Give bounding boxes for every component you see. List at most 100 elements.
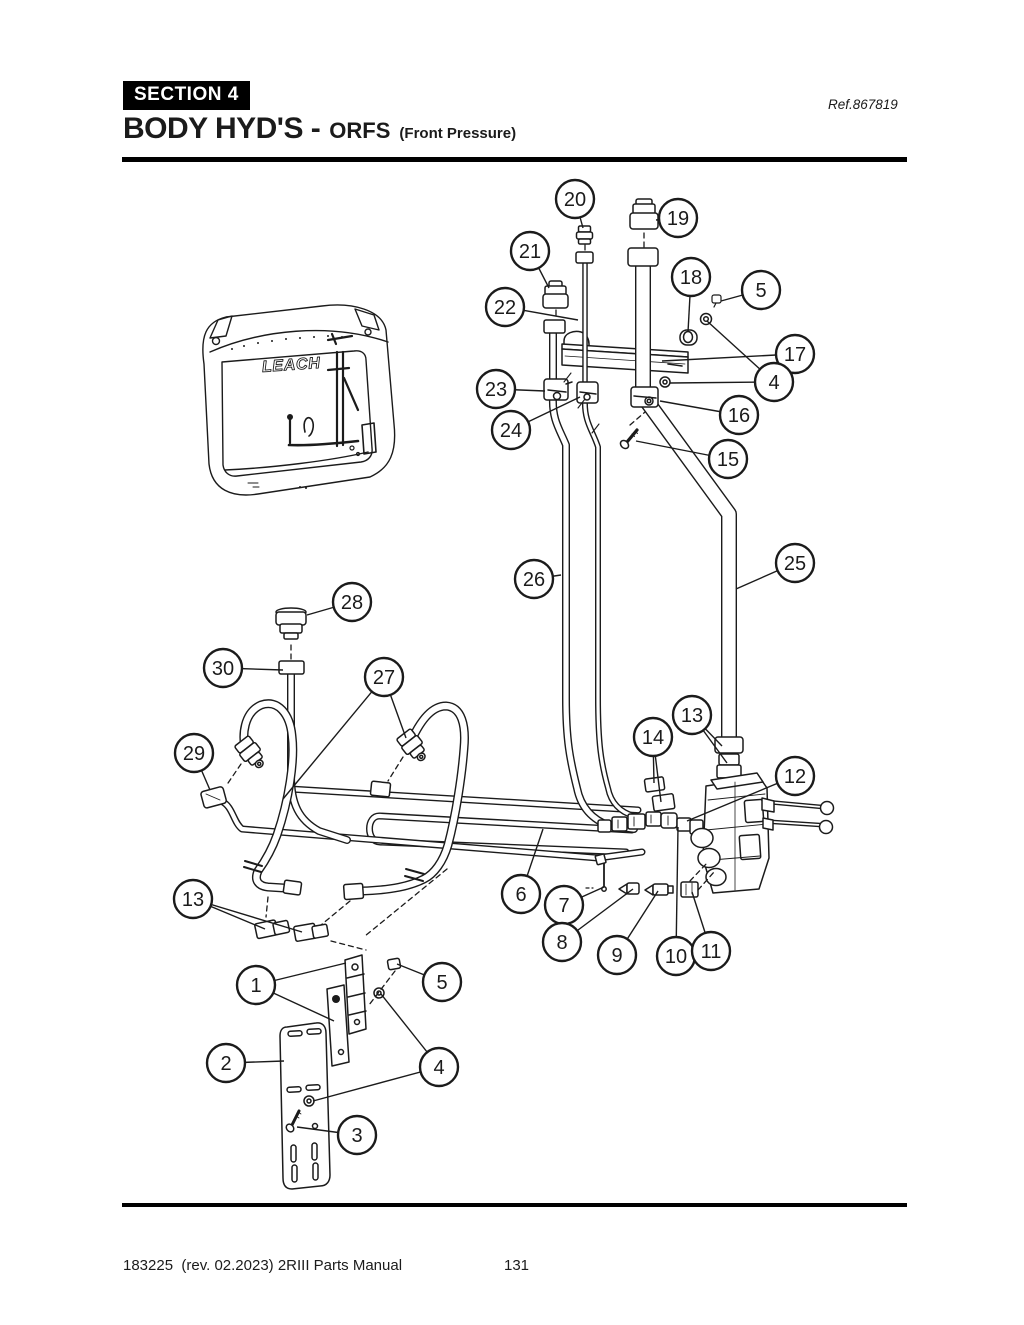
callout-circle (657, 197, 699, 239)
tube-nut-23 (543, 319, 566, 334)
mounting-bracket-assembly (279, 954, 402, 1190)
hose-ferrule-left (243, 860, 263, 873)
callout-number: 26 (523, 569, 545, 591)
page-number: 131 (504, 1257, 530, 1274)
callout-5: 5 (396, 961, 463, 1003)
callout-14: 14 (632, 716, 674, 803)
callout-number: 4 (768, 372, 779, 394)
callout-circle (671, 694, 713, 736)
tube-nut-22 (575, 251, 594, 264)
spool-knob (690, 827, 714, 849)
tube-30-body (288, 671, 350, 843)
tube-26a-lower (550, 395, 637, 832)
callout-number: 22 (494, 297, 516, 319)
callout-number: 6 (515, 884, 526, 906)
bracket-plate-2 (279, 1022, 331, 1190)
callout-24: 24 (490, 396, 581, 451)
callout-number: 10 (665, 946, 687, 968)
callout-17: 17 (661, 333, 816, 375)
callout-21: 21 (509, 230, 551, 289)
callout-13: 13 (172, 878, 303, 933)
callout-number: 7 (558, 895, 569, 917)
callout-number: 5 (755, 280, 766, 302)
leader-line (675, 826, 679, 957)
callout-number: 19 (667, 208, 689, 230)
callout-circle (774, 755, 816, 797)
callout-circle (774, 542, 816, 584)
callout-number: 27 (373, 667, 395, 689)
control-valve-assembly (690, 772, 835, 894)
callout-16: 16 (659, 394, 760, 436)
callout-circle (484, 286, 526, 328)
callout-number: 8 (556, 932, 567, 954)
lever-ball (819, 800, 835, 816)
callout-7: 7 (543, 884, 605, 926)
tube-nut-on-pressure-tube (369, 780, 392, 798)
fitting-20 (575, 225, 594, 245)
callout-number: 14 (642, 727, 664, 749)
callout-number: 13 (681, 705, 703, 727)
callout-number: 16 (728, 405, 750, 427)
callout-number: 29 (183, 743, 205, 765)
washer-4-mid (659, 376, 671, 388)
bolt-15 (619, 428, 639, 450)
assembly-dashed-lines (225, 232, 715, 1006)
section-label: SECTION 4 (123, 81, 250, 110)
header-rule (122, 157, 907, 162)
fitting-stack-13-upper (714, 736, 744, 779)
tube-25 (636, 260, 736, 747)
footer-rule (122, 1203, 907, 1207)
callout-number: 5 (436, 972, 447, 994)
callout-circle (554, 178, 596, 220)
callout-25: 25 (735, 542, 816, 590)
document-info: 183225 (rev. 02.2023) 2RIII Parts Manual (123, 1257, 403, 1274)
spool-knob (705, 867, 727, 887)
callout-6: 6 (500, 828, 544, 915)
callout-23: 23 (475, 368, 546, 410)
mini-assembly-sketch (287, 332, 377, 457)
callout-2: 2 (205, 1042, 285, 1084)
cap-fitting-28 (275, 607, 307, 640)
callout-20: 20 (554, 178, 596, 229)
hydraulic-tubes-and-hoses (217, 259, 825, 896)
leader-line (282, 676, 385, 800)
callout-number: 12 (784, 766, 806, 788)
callout-circle (740, 269, 782, 311)
callout-number: 24 (500, 420, 522, 442)
callout-number: 3 (351, 1125, 362, 1147)
callout-29: 29 (173, 732, 215, 791)
callout-number: 13 (182, 889, 204, 911)
callout-circle (205, 1042, 247, 1084)
callout-4: 4 (312, 993, 460, 1102)
hose-arch-left (240, 700, 296, 892)
callout-9: 9 (596, 890, 659, 976)
callout-12: 12 (686, 755, 816, 822)
orfs-fittings-13-left (254, 919, 291, 940)
callout-22: 22 (484, 286, 579, 328)
callout-3: 3 (296, 1114, 378, 1156)
callout-circle (235, 964, 277, 1006)
callout-circle (774, 333, 816, 375)
callout-circle (632, 716, 674, 758)
callout-number: 17 (784, 344, 806, 366)
callout-circle (202, 647, 244, 689)
fittings-and-clamps (200, 198, 744, 942)
fitting-21 (542, 280, 569, 309)
truck-body-sketch: LEACH (202, 304, 396, 496)
fitting-29 (200, 786, 227, 809)
brand-logo-text: LEACH (261, 355, 320, 376)
callout-26: 26 (513, 558, 562, 600)
callout-1: 1 (235, 962, 347, 1022)
callout-circle (421, 961, 463, 1003)
title-variant: ORFS (329, 118, 391, 143)
callout-circle (596, 934, 638, 976)
callout-circle (331, 581, 373, 623)
callout-13: 13 (671, 694, 728, 764)
callout-10: 10 (655, 826, 697, 977)
callout-27: 27 (282, 656, 407, 800)
tube-nut-25 (627, 247, 659, 267)
callout-circle (690, 930, 732, 972)
callout-30: 30 (202, 647, 284, 689)
callout-number: 4 (433, 1057, 444, 1079)
callout-number: 23 (485, 379, 507, 401)
